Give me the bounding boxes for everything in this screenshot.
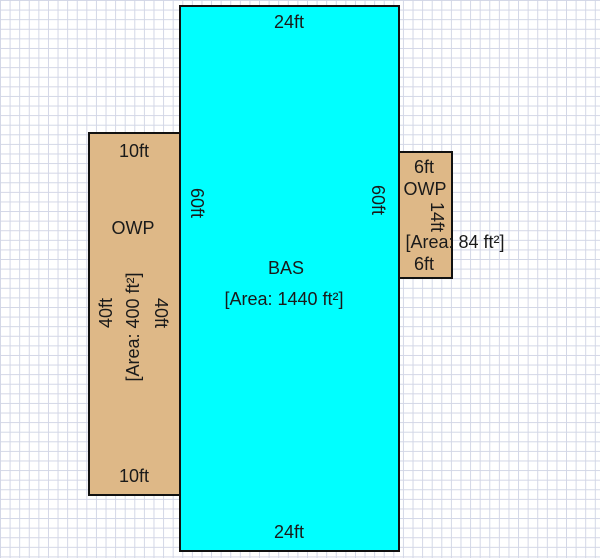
bas-name: BAS	[267, 258, 305, 278]
owp-left-bottom-dimension: 10ft	[118, 466, 150, 486]
owp-right-name: OWP	[403, 179, 447, 199]
owp-left-top-dimension: 10ft	[118, 141, 150, 161]
owp-right-top-dimension: 6ft	[413, 157, 435, 177]
owp-right-bottom-dimension: 6ft	[413, 254, 435, 274]
owp-right-area-label: [Area: 84 ft²]	[405, 232, 505, 252]
bas-area[interactable]	[179, 5, 400, 552]
bas-right-dimension: 60ft	[368, 184, 388, 216]
owp-left-name: OWP	[111, 218, 155, 238]
owp-left-right-dimension: 40ft	[151, 297, 171, 329]
bas-left-dimension: 60ft	[187, 187, 207, 219]
owp-left-area-label: [Area: 400 ft²]	[123, 272, 143, 382]
bas-bottom-dimension: 24ft	[273, 522, 305, 542]
owp-left-left-dimension: 40ft	[96, 297, 116, 329]
owp-left-area[interactable]	[88, 132, 181, 496]
bas-area-label: [Area: 1440 ft²]	[224, 289, 344, 309]
bas-top-dimension: 24ft	[273, 12, 305, 32]
owp-right-right-dimension: 14ft	[427, 201, 447, 233]
